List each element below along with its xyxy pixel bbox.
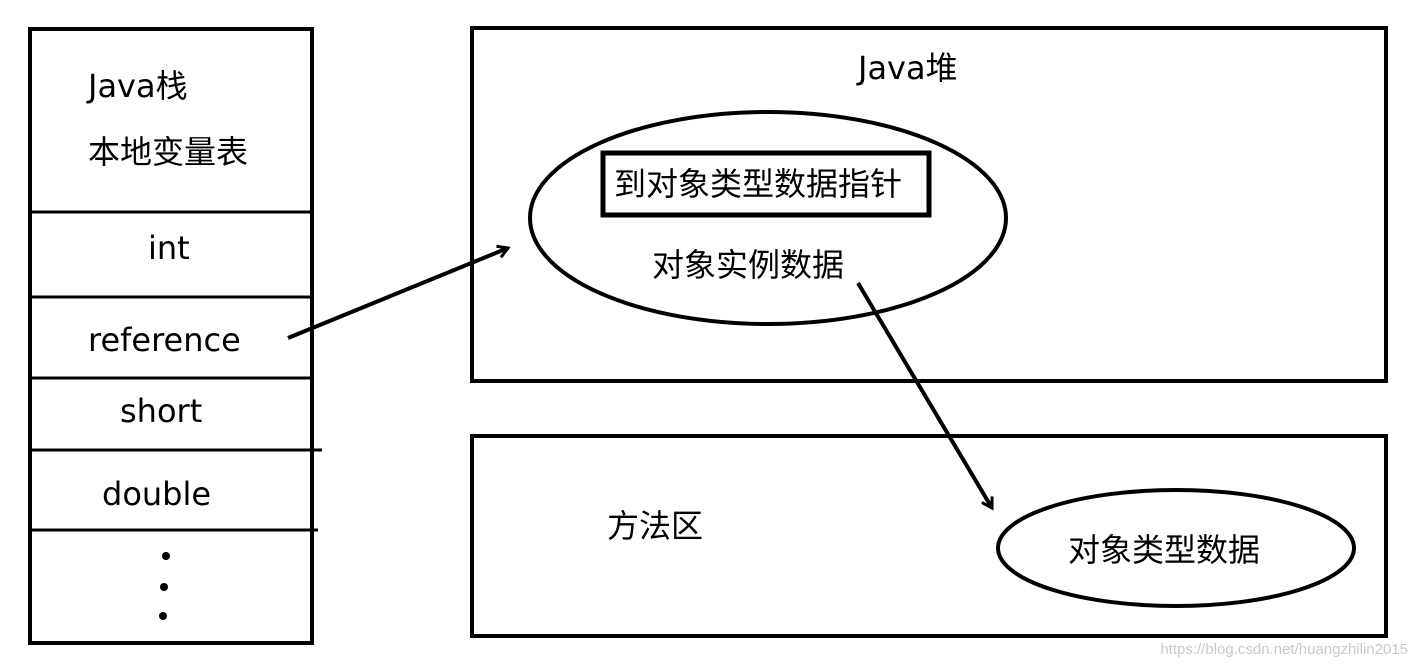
reference-arrow: [287, 248, 508, 340]
java-stack-title: Java栈: [88, 67, 188, 105]
instance-data-label: 对象实例数据: [652, 246, 845, 284]
ellipsis-dot: [159, 612, 167, 620]
ellipsis-dot: [162, 552, 170, 560]
java-heap-box: [470, 26, 1388, 383]
method-area-box: [470, 434, 1388, 638]
ellipsis-dot: [160, 583, 168, 591]
type-pointer-label: 到对象类型数据指针: [614, 165, 903, 203]
type-data-arrow: [856, 281, 994, 508]
local-variable-table-label: 本地变量表: [88, 133, 249, 171]
stack-slot-short: short: [120, 392, 203, 430]
type-data-ellipse: [996, 488, 1356, 608]
method-area-title: 方法区: [607, 507, 704, 545]
java-heap-title: Java堆: [858, 49, 958, 87]
stack-slot-int: int: [148, 229, 190, 267]
java-stack-box: [28, 27, 314, 645]
stack-slot-double: double: [102, 475, 212, 513]
object-ellipse: [528, 110, 1008, 326]
type-pointer-box: [600, 150, 932, 218]
stack-slot-reference: reference: [88, 321, 241, 359]
watermark-text: https://blog.csdn.net/huangzhilin2015: [1160, 641, 1408, 658]
type-data-label: 对象类型数据: [1068, 531, 1261, 569]
